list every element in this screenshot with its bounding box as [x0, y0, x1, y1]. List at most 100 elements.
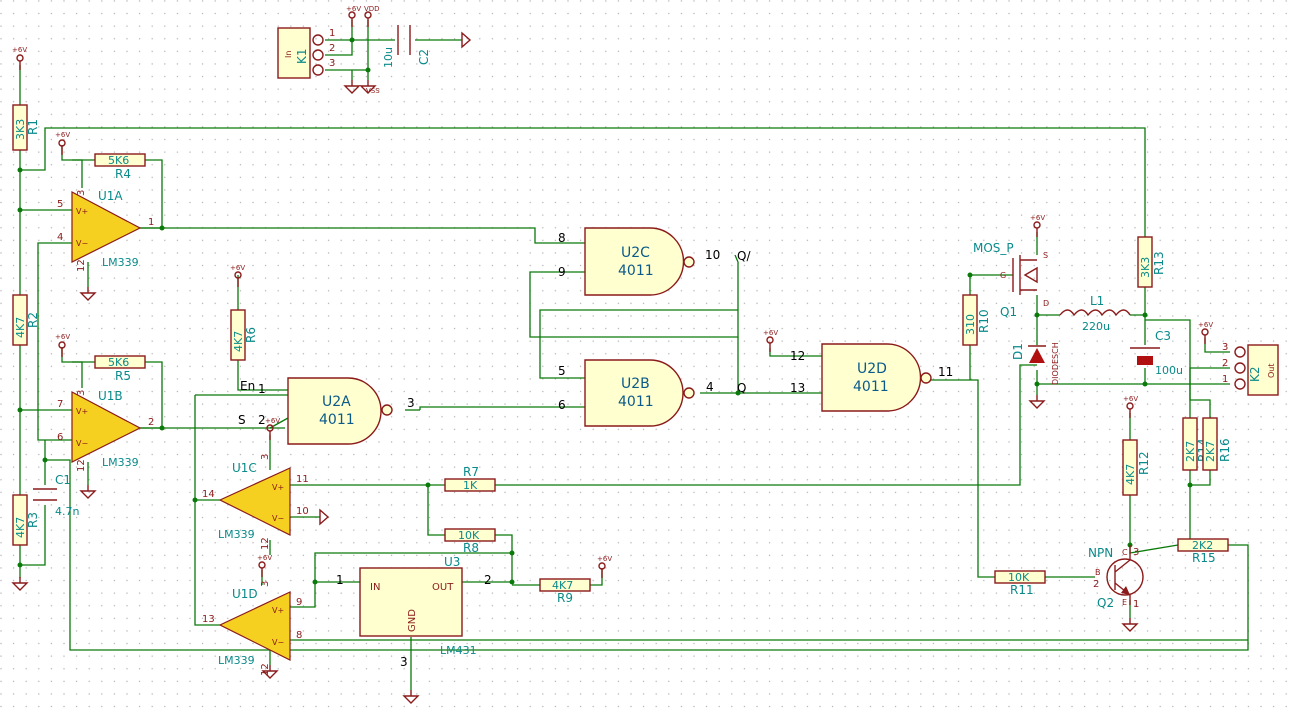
svg-text:12: 12: [790, 349, 805, 363]
svg-text:3: 3: [329, 58, 335, 69]
svg-text:+6V: +6V: [346, 5, 361, 13]
svg-text:+6V: +6V: [55, 333, 70, 341]
svg-text:4.7n: 4.7n: [55, 505, 79, 518]
svg-text:R2: R2: [26, 312, 40, 328]
svg-text:4011: 4011: [853, 379, 889, 395]
regulator-u3: IN OUT GND 1 2 3 U3 LM431: [336, 555, 492, 669]
svg-text:C2: C2: [417, 49, 431, 65]
svg-text:3K3: 3K3: [14, 119, 27, 140]
svg-text:+6V: +6V: [763, 329, 778, 337]
svg-text:1: 1: [336, 573, 344, 587]
svg-text:R8: R8: [463, 541, 479, 555]
mosfet-q1: G S D MOS_P Q1: [973, 241, 1049, 319]
svg-text:R4: R4: [115, 167, 131, 181]
capacitor-c1: C1 4.7n: [33, 473, 79, 518]
svg-text:V−: V−: [272, 638, 284, 647]
svg-text:L1: L1: [1090, 294, 1104, 308]
svg-text:+6V: +6V: [230, 264, 245, 272]
svg-text:2: 2: [1093, 579, 1099, 590]
svg-text:2K7: 2K7: [1204, 441, 1217, 462]
svg-text:13: 13: [202, 614, 215, 625]
resistor-r3: 4K7 R3: [12, 494, 40, 546]
svg-text:D: D: [1043, 299, 1049, 308]
svg-text:3: 3: [260, 454, 271, 460]
svg-text:4: 4: [57, 232, 63, 243]
svg-text:V+: V+: [76, 407, 88, 416]
resistor-r8: 10K R8: [444, 528, 496, 555]
svg-text:+6V: +6V: [597, 555, 612, 563]
resistor-r15: 2K2 R15: [1177, 538, 1229, 565]
svg-text:2: 2: [258, 413, 266, 427]
svg-text:220u: 220u: [1082, 320, 1110, 333]
svg-text:DIODESCH: DIODESCH: [1051, 342, 1060, 385]
resistor-r7: 1K R7: [444, 465, 496, 492]
svg-text:U3: U3: [444, 555, 460, 569]
svg-text:6: 6: [57, 432, 63, 443]
svg-text:MOS_P: MOS_P: [973, 241, 1014, 255]
svg-text:R15: R15: [1192, 551, 1216, 565]
nand-u2b: U2B 4011 5 6 4: [558, 359, 714, 427]
svg-text:U2A: U2A: [322, 394, 351, 410]
svg-text:U2D: U2D: [857, 361, 887, 377]
svg-text:4011: 4011: [618, 263, 654, 279]
svg-text:U1C: U1C: [232, 461, 257, 475]
svg-text:4011: 4011: [618, 394, 654, 410]
svg-text:V+: V+: [272, 606, 284, 615]
svg-text:V−: V−: [76, 439, 88, 448]
svg-text:3K3: 3K3: [1139, 257, 1152, 278]
svg-text:U2C: U2C: [621, 245, 650, 261]
svg-text:LM339: LM339: [102, 256, 139, 269]
svg-text:4011: 4011: [319, 412, 355, 428]
svg-text:3: 3: [400, 655, 408, 669]
svg-text:R5: R5: [115, 369, 131, 383]
svg-text:11: 11: [296, 474, 309, 485]
svg-text:3: 3: [76, 390, 87, 396]
svg-text:LM431: LM431: [440, 644, 477, 657]
comparator-u1a: V+V− 5 4 1 3 12 U1A LM339: [57, 189, 154, 272]
svg-text:S: S: [1043, 251, 1048, 260]
svg-text:2: 2: [1222, 358, 1228, 369]
svg-text:D1: D1: [1011, 343, 1025, 360]
svg-text:3: 3: [407, 396, 415, 410]
svg-text:10K: 10K: [1008, 571, 1030, 584]
svg-text:100u: 100u: [1155, 364, 1183, 377]
connector-k2: 3 2 1 K2 Out: [1222, 342, 1279, 396]
transistor-q2: NPN B 2 C 3 E 1 Q2: [1088, 545, 1144, 610]
ground-symbols: [12, 31, 1138, 704]
capacitor-c2: 10u C2: [382, 25, 431, 68]
svg-text:U1B: U1B: [98, 389, 123, 403]
nand-u2a: U2A 4011 1 2 3: [258, 377, 415, 445]
svg-text:R7: R7: [463, 465, 479, 479]
svg-text:3: 3: [1133, 547, 1139, 558]
svg-text:R9: R9: [557, 591, 573, 605]
svg-text:9: 9: [296, 597, 302, 608]
svg-text:VSS: VSS: [366, 87, 380, 95]
svg-text:V−: V−: [76, 239, 88, 248]
svg-text:E: E: [1122, 598, 1127, 607]
svg-text:IN: IN: [370, 582, 380, 593]
capacitor-c3: C3 100u: [1130, 329, 1183, 377]
resistor-r9: 4K7 R9: [539, 578, 591, 605]
svg-text:10: 10: [705, 248, 720, 262]
svg-text:+6V: +6V: [1030, 214, 1045, 222]
svg-text:2: 2: [484, 573, 492, 587]
svg-text:G: G: [1000, 271, 1006, 280]
svg-text:V−: V−: [272, 514, 284, 523]
resistor-r2: 4K7 R2: [12, 294, 40, 346]
comparator-u1d: V+V− 9 8 13 3 12 U1D LM339: [202, 581, 302, 676]
svg-text:C3: C3: [1155, 329, 1171, 343]
svg-text:R6: R6: [244, 327, 258, 343]
svg-text:LM339: LM339: [218, 654, 255, 667]
svg-text:2: 2: [329, 43, 335, 54]
comparator-u1c: V+V− 11 10 14 3 12 U1C LM339: [202, 454, 309, 550]
svg-text:14: 14: [202, 489, 215, 500]
svg-text:12: 12: [76, 459, 87, 472]
svg-text:C1: C1: [55, 473, 71, 487]
svg-text:+6V: +6V: [1198, 321, 1213, 329]
svg-text:1: 1: [1222, 374, 1228, 385]
svg-text:310: 310: [964, 314, 977, 335]
svg-text:4K7: 4K7: [232, 331, 245, 352]
svg-text:B: B: [1095, 568, 1101, 577]
